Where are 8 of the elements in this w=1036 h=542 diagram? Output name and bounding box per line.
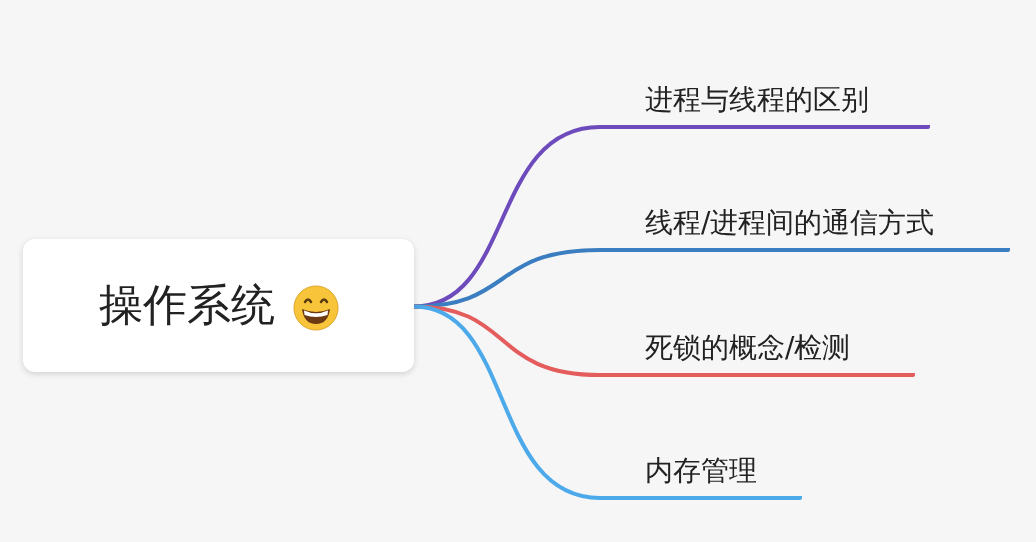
root-topic-label: 操作系统 — [99, 279, 275, 331]
branch-connector — [412, 248, 602, 309]
branch-connector — [412, 304, 602, 500]
root-topic-box — [23, 239, 414, 372]
branch-label: 死锁的概念/检测 — [645, 330, 851, 366]
branch-label: 线程/进程间的通信方式 — [645, 205, 935, 241]
branch-label: 进程与线程的区别 — [645, 82, 869, 118]
branch-label: 内存管理 — [645, 453, 757, 489]
